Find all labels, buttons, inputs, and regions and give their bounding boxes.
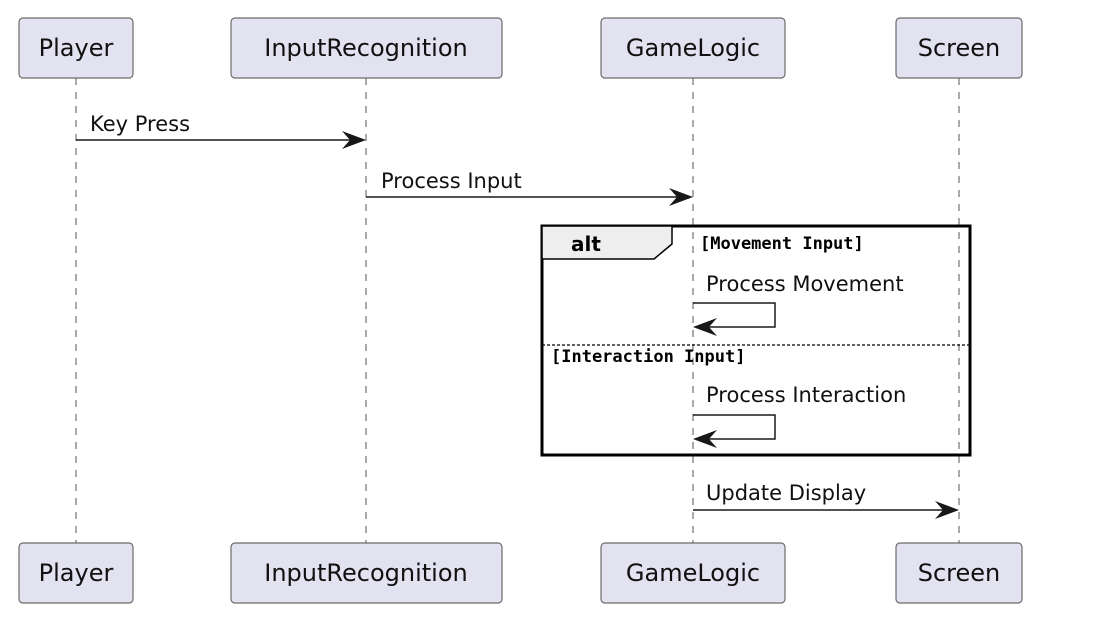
participant-bottom-game-logic: GameLogic (600, 542, 786, 604)
participant-label: InputRecognition (264, 559, 467, 587)
message-label: Key Press (90, 112, 190, 136)
participant-bottom-input-recognition: InputRecognition (230, 542, 503, 604)
message-update-display: Update Display (693, 481, 959, 519)
arrow-head-icon (693, 318, 717, 336)
arrow-head-icon (693, 430, 717, 448)
message-process-movement: Process Movement (693, 272, 904, 336)
participant-label: Player (39, 559, 114, 587)
message-process-input: Process Input (366, 169, 693, 206)
message-label: Process Input (381, 169, 522, 193)
participant-top-player: Player (18, 17, 134, 79)
arrow-head-icon (669, 188, 693, 206)
participant-top-screen: Screen (895, 17, 1023, 79)
arrow-head-icon (935, 501, 959, 519)
participant-top-input-recognition: InputRecognition (230, 17, 503, 79)
alt-fragment: alt [Movement Input] [Interaction Input] (540, 224, 972, 457)
alt-fragment-tab (541, 225, 673, 260)
participant-bottom-player: Player (18, 542, 134, 604)
message-key-press: Key Press (76, 112, 366, 149)
message-label: Update Display (706, 481, 866, 505)
participant-bottom-screen: Screen (895, 542, 1023, 604)
participant-label: GameLogic (626, 34, 760, 62)
alt-condition-movement: [Movement Input] (700, 234, 864, 254)
alt-condition-interaction: [Interaction Input] (551, 347, 745, 367)
message-label: Process Movement (706, 272, 904, 296)
participant-top-game-logic: GameLogic (600, 17, 786, 79)
participant-label: Screen (918, 34, 1001, 62)
participant-label: GameLogic (626, 559, 760, 587)
message-process-interaction: Process Interaction (693, 383, 906, 448)
alt-keyword: alt (571, 232, 601, 256)
participant-label: Player (39, 34, 114, 62)
participant-label: InputRecognition (264, 34, 467, 62)
arrow-head-icon (342, 131, 366, 149)
message-label: Process Interaction (706, 383, 906, 407)
participant-label: Screen (918, 559, 1001, 587)
